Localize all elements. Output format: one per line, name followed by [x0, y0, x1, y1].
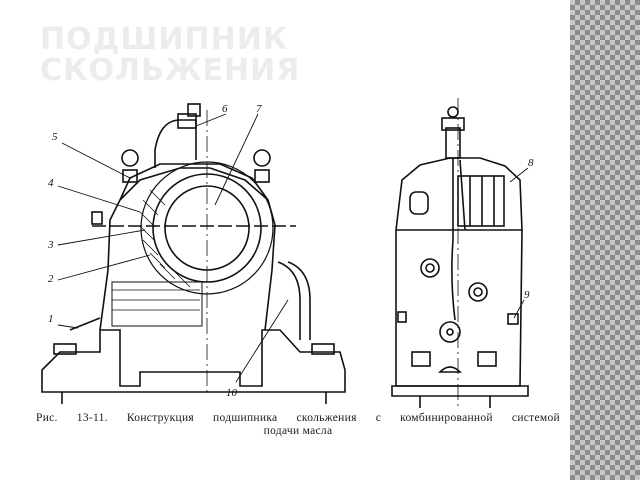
callout-7: 7 — [256, 103, 262, 115]
bearing-cap — [119, 163, 269, 201]
slide-title-line2: СКОЛЬЖЕНИЯ — [40, 53, 301, 88]
slide-title-line1: ПОДШИПНИК — [40, 22, 289, 57]
side-view-body — [395, 157, 523, 387]
oil-pipe — [154, 119, 197, 168]
callout-5: 5 — [52, 131, 58, 143]
figure-caption: Рис. 13-11. Конструкция подшипника сколь… — [36, 412, 560, 438]
callout-8: 8 — [528, 157, 534, 169]
cap-bolts — [91, 149, 271, 225]
callout-1: 1 — [48, 313, 54, 325]
caption-line1: Рис. 13-11. Конструкция подшипника сколь… — [36, 412, 560, 424]
callout-10: 10 — [226, 387, 238, 399]
oil-ring-gauge — [439, 321, 461, 343]
leader-lines — [57, 113, 529, 383]
callout-9: 9 — [524, 289, 530, 301]
decorative-stripe — [570, 0, 640, 480]
callout-3: 3 — [47, 239, 54, 251]
callout-4: 4 — [48, 177, 54, 189]
caption-line2: подачи масла — [263, 425, 333, 437]
callout-2: 2 — [48, 273, 54, 285]
slide-title: ПОДШИПНИК СКОЛЬЖЕНИЯ — [40, 24, 380, 86]
housing-body — [99, 167, 276, 331]
bearing-drawing: 5 4 3 2 1 6 7 8 9 10 — [41, 98, 534, 410]
base-foot — [41, 329, 346, 393]
oil-bath — [112, 289, 200, 311]
callout-6: 6 — [222, 103, 228, 115]
